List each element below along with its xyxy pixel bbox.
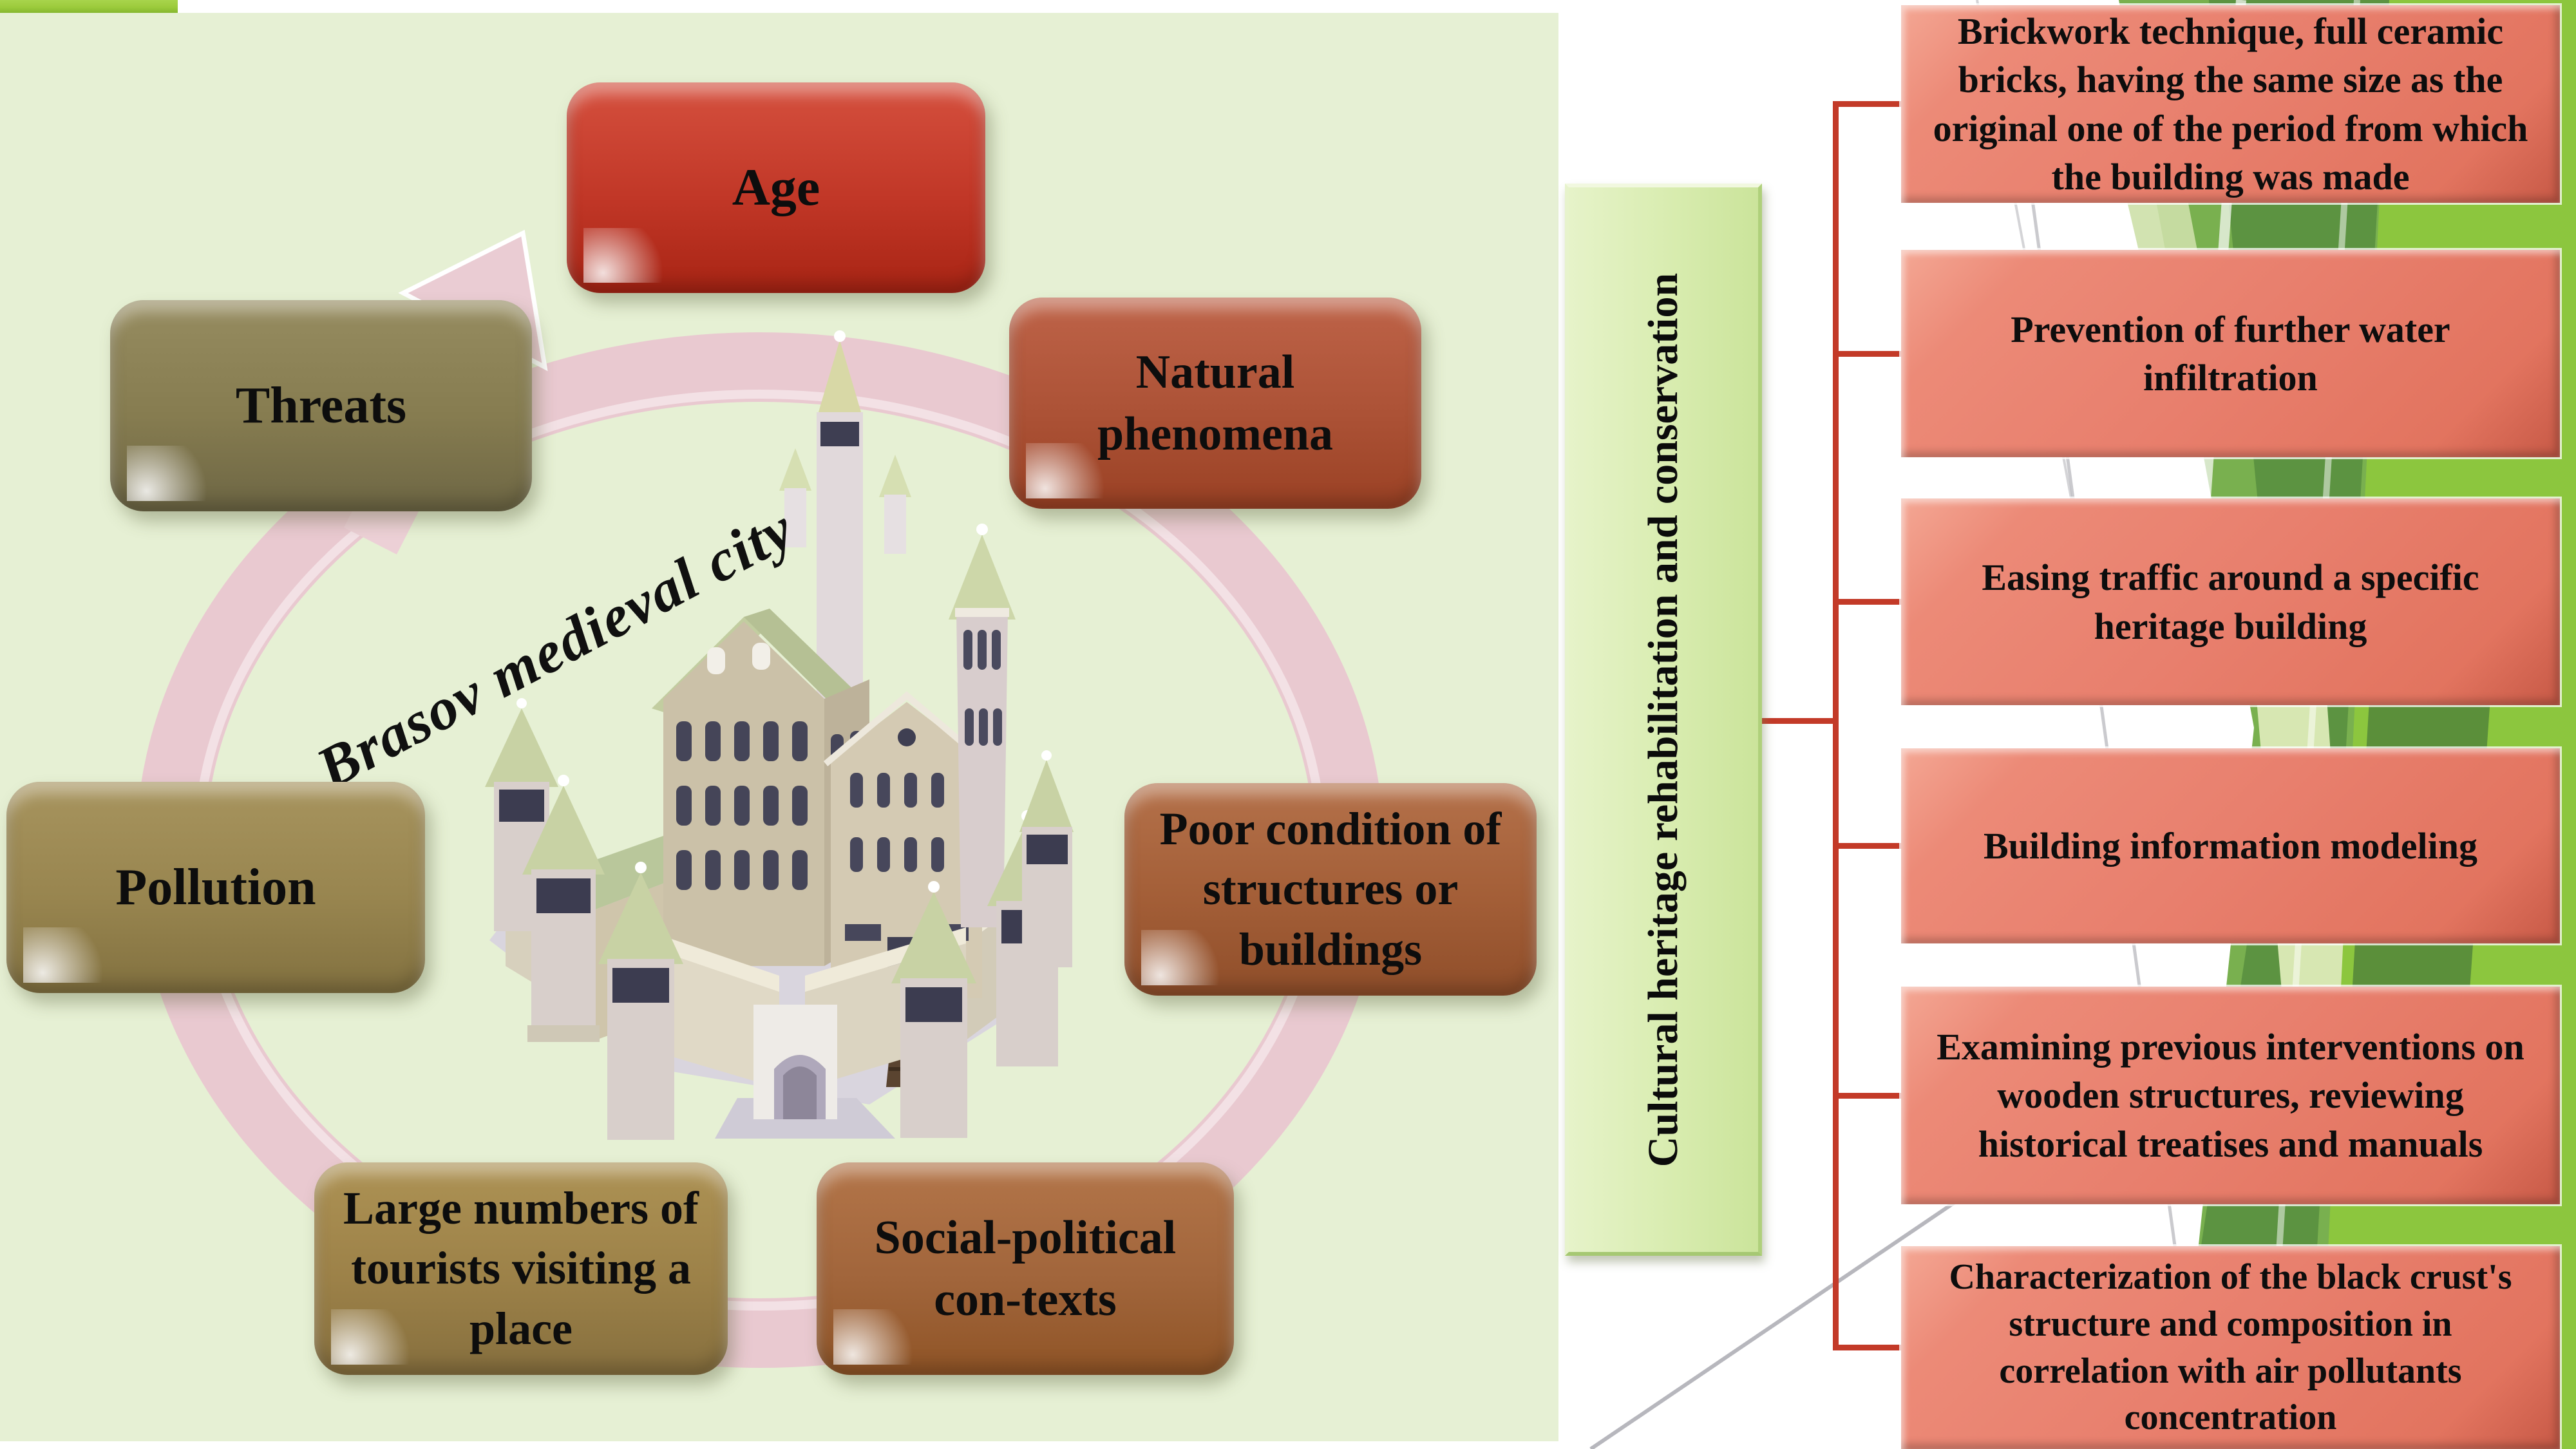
cycle-box-label: Pollution	[115, 859, 316, 916]
connector-branch-5	[1833, 1093, 1901, 1099]
cycle-box-label: Age	[732, 158, 820, 217]
cycle-box-poor-condition: Poor condition of structures or building…	[1124, 783, 1537, 996]
cycle-box-age: Age	[567, 82, 985, 293]
connector-trunk	[1833, 101, 1839, 1350]
cycle-box-label: Poor condition of structures or building…	[1159, 802, 1502, 975]
branch-label: Building information modeling	[1983, 824, 2478, 867]
connector-root	[1762, 718, 1835, 724]
cycle-box-threats: Threats	[110, 300, 532, 511]
branch-label: Examining previous interventions on wood…	[1937, 1025, 2524, 1165]
branch-box-black-crust: Characterization of the black crust's st…	[1901, 1246, 2560, 1449]
background-diagonal-line	[1589, 1177, 1991, 1449]
branch-box-water: Prevention of further water infiltration	[1901, 250, 2560, 457]
branch-label: Prevention of further water infiltration	[2011, 308, 2450, 399]
cycle-box-social-political: Social-political con-texts	[817, 1162, 1234, 1375]
cycle-box-label: Social-political con-texts	[874, 1211, 1177, 1326]
cycle-box-label: Large numbers of tourists visiting a pla…	[343, 1182, 699, 1354]
branch-label: Easing traffic around a specific heritag…	[1982, 556, 2479, 647]
branch-label: Characterization of the black crust's st…	[1949, 1256, 2512, 1438]
cycle-box-label: Natural phenomena	[1097, 345, 1333, 460]
branch-box-wooden: Examining previous interventions on wood…	[1901, 987, 2560, 1204]
branch-box-traffic: Easing traffic around a specific heritag…	[1901, 498, 2560, 705]
bottom-white-strip	[0, 1441, 1558, 1449]
root-node-cultural-heritage: Cultural heritage rehabilitation and con…	[1565, 184, 1762, 1256]
branch-label: Brickwork technique, full ceramic bricks…	[1933, 10, 2528, 198]
connector-branch-2	[1833, 351, 1901, 357]
castle-illustration	[485, 330, 1074, 1140]
connector-branch-3	[1833, 599, 1901, 605]
cycle-box-natural-phenomena: Natural phenomena	[1009, 298, 1421, 509]
connector-branch-1	[1833, 101, 1901, 107]
top-accent-bar	[0, 0, 178, 13]
cycle-box-label: Threats	[235, 377, 407, 434]
cycle-box-pollution: Pollution	[6, 782, 425, 993]
connector-branch-4	[1833, 843, 1901, 849]
connector-branch-6	[1833, 1345, 1901, 1350]
wall-towers	[485, 698, 1074, 1140]
branch-box-bim: Building information modeling	[1901, 748, 2560, 943]
root-node-label: Cultural heritage rehabilitation and con…	[1639, 272, 1687, 1167]
cycle-box-tourists: Large numbers of tourists visiting a pla…	[314, 1162, 728, 1375]
branch-box-brickwork: Brickwork technique, full ceramic bricks…	[1901, 5, 2560, 203]
